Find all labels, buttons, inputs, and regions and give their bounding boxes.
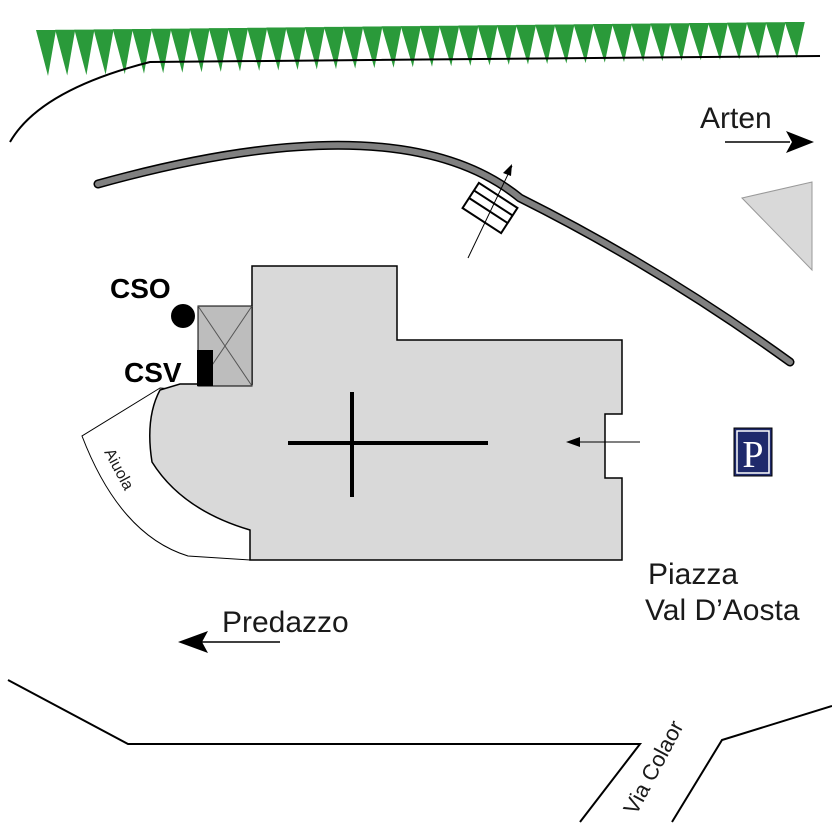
- tree: [420, 25, 440, 67]
- tree: [247, 27, 268, 71]
- tree: [55, 29, 76, 76]
- predazzo-label: Predazzo: [222, 606, 349, 639]
- tree: [189, 28, 210, 73]
- tree: [496, 25, 517, 65]
- tree: [688, 23, 709, 61]
- tree: [208, 28, 229, 72]
- tree: [400, 26, 421, 68]
- parking-icon: P: [733, 427, 773, 477]
- tree: [151, 28, 172, 74]
- tree: [650, 23, 671, 62]
- tree: [592, 24, 613, 63]
- tree: [132, 28, 152, 74]
- tree: [535, 24, 556, 65]
- tree: [746, 22, 767, 59]
- tree: [631, 23, 652, 62]
- svg-text:P: P: [742, 434, 763, 476]
- arten-label: Arten: [700, 102, 772, 135]
- tree: [765, 22, 786, 59]
- tree: [554, 24, 575, 64]
- tree: [112, 29, 133, 75]
- tree: [516, 24, 536, 65]
- via-colaor-label: Via Colaor: [618, 716, 688, 818]
- road-edge-north: [9, 55, 821, 143]
- tree: [708, 22, 728, 60]
- tree-row: [36, 22, 805, 76]
- tree: [93, 29, 114, 75]
- tree: [304, 27, 325, 70]
- tree: [36, 30, 56, 76]
- cso-marker: [171, 304, 195, 328]
- tree: [477, 25, 498, 66]
- tree: [74, 29, 95, 76]
- tree: [266, 27, 287, 71]
- tree: [170, 28, 191, 73]
- tree: [324, 26, 344, 70]
- piazza-label-line2: Val D’Aosta: [645, 594, 800, 627]
- csv-label: CSV: [124, 357, 182, 388]
- road-edge-south: [7, 679, 643, 823]
- tree: [343, 26, 364, 69]
- tree: [285, 27, 306, 70]
- tree: [439, 25, 460, 67]
- road-edge-east: [671, 705, 832, 823]
- crosswalk-arrow: [467, 165, 513, 259]
- cso-label: CSO: [110, 273, 171, 304]
- csv-marker: [197, 350, 213, 386]
- tree: [458, 25, 479, 66]
- tree: [228, 27, 248, 72]
- gray-triangle-area: [741, 181, 813, 272]
- tree: [784, 22, 805, 58]
- tree: [612, 23, 632, 63]
- piazza-label-line1: Piazza: [648, 558, 738, 591]
- tree: [362, 26, 383, 69]
- tree: [573, 24, 594, 64]
- tree: [727, 22, 748, 60]
- tree: [381, 26, 402, 68]
- tree: [669, 23, 690, 61]
- church-building: [149, 265, 623, 561]
